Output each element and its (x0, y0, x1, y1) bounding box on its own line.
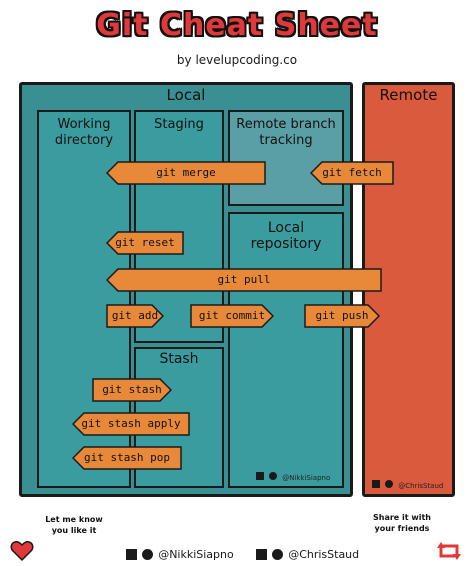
staging-column (134, 110, 224, 343)
git-reset-command: git reset (106, 231, 184, 255)
git-stash-apply-label: git stash apply (81, 417, 181, 430)
left-arrow-icon (72, 412, 190, 436)
heart-icon[interactable] (10, 540, 34, 562)
right-arrow-icon (92, 378, 172, 402)
linkedin-icon (256, 471, 264, 480)
right-arrow-icon (190, 304, 274, 328)
nikki-credit: @NikkiSiapno (256, 465, 330, 482)
remote-label: Remote (379, 86, 438, 104)
chris-credit-text: @ChrisStaud (398, 482, 444, 490)
working-directory-label: Working directory (54, 117, 114, 148)
local-repository-label: Local repository (250, 220, 322, 252)
git-push-label: git push (315, 309, 369, 322)
footer-nikki-text: @NikkiSiapno (158, 548, 234, 561)
linkedin-icon (256, 549, 267, 560)
left-arrow-icon (106, 161, 266, 185)
remote-tracking-box (228, 110, 344, 206)
git-push-command: git push (304, 304, 380, 328)
git-stash-pop-command: git stash pop (72, 446, 182, 470)
git-add-label: git add (111, 309, 159, 322)
linkedin-icon (126, 549, 137, 560)
git-commit-label: git commit (198, 309, 266, 322)
share-prompt: Share it with your friends (372, 513, 431, 533)
retweet-icon[interactable] (436, 540, 462, 562)
footer-chris-text: @ChrisStaud (288, 548, 360, 561)
git-fetch-command: git fetch (310, 161, 394, 185)
footer-chris[interactable]: @ChrisStaud (256, 544, 359, 563)
git-pull-label: git pull (217, 273, 271, 286)
staging-label: Staging (154, 117, 204, 132)
git-merge-command: git merge (106, 161, 266, 185)
page-title: Git Cheat Sheet (96, 8, 378, 43)
git-merge-label: git merge (156, 166, 216, 179)
linkedin-icon (372, 479, 380, 488)
footer-nikki[interactable]: @NikkiSiapno (126, 544, 234, 563)
remote-tracking-label: Remote branch tracking (236, 117, 336, 148)
left-arrow-icon (106, 268, 382, 292)
like-prompt: Let me know you like it (45, 515, 103, 535)
git-pull-command: git pull (106, 268, 382, 292)
chris-credit: @ChrisStaud (372, 473, 443, 490)
git-reset-label: git reset (115, 236, 175, 249)
git-stash-command: git stash (92, 378, 172, 402)
git-fetch-label: git fetch (322, 166, 382, 179)
twitter-icon (269, 471, 278, 480)
stash-label: Stash (159, 351, 199, 367)
git-stash-pop-label: git stash pop (83, 451, 171, 464)
twitter-icon (272, 549, 284, 560)
right-arrow-icon (106, 304, 164, 328)
git-stash-apply-command: git stash apply (72, 412, 190, 436)
twitter-icon (385, 479, 394, 488)
left-arrow-icon (310, 161, 394, 185)
local-repository-column (228, 212, 344, 488)
git-stash-label: git stash (102, 383, 162, 396)
byline: by levelupcoding.co (176, 53, 298, 67)
nikki-credit-text: @NikkiSiapno (282, 474, 331, 482)
git-commit-command: git commit (190, 304, 274, 328)
git-add-command: git add (106, 304, 164, 328)
left-arrow-icon (72, 446, 182, 470)
left-arrow-icon (106, 231, 184, 255)
twitter-icon (142, 549, 154, 560)
right-arrow-icon (304, 304, 380, 328)
local-label: Local (166, 86, 206, 104)
